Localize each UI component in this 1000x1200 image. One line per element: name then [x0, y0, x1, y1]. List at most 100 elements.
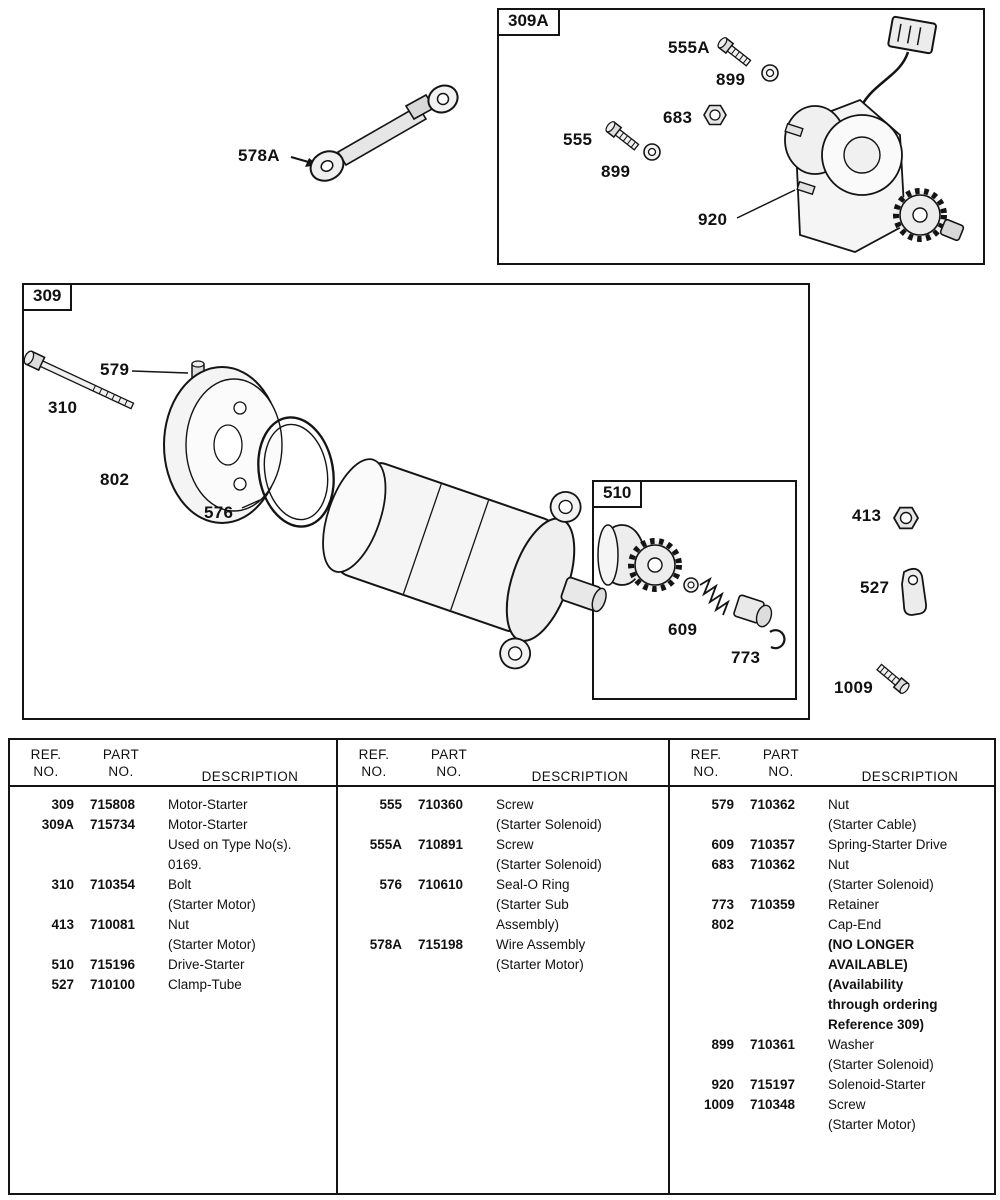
- description: Retainer: [828, 897, 880, 912]
- description-header: DESCRIPTION: [531, 769, 629, 784]
- callout-899-top: 899: [716, 70, 746, 89]
- ref-no: 309: [51, 797, 74, 812]
- loose-hardware-art: [874, 506, 927, 696]
- callout-609: 609: [668, 620, 698, 639]
- callout-683: 683: [663, 108, 693, 127]
- ref-no: 579: [711, 797, 734, 812]
- table-row: 527 710100 Clamp-Tube: [18, 975, 332, 995]
- ref-no: 555A: [369, 837, 402, 852]
- table-row: 413 710081 Nut(Starter Motor): [18, 915, 332, 955]
- ref-no: 899: [711, 1037, 734, 1052]
- box-510-label: 510: [592, 480, 643, 508]
- description: Screw(Starter Solenoid): [496, 837, 602, 872]
- callout-527: 527: [860, 578, 890, 597]
- part-no: 710360: [418, 797, 464, 812]
- part-no: 710354: [90, 877, 136, 892]
- part-no: 710081: [90, 917, 136, 932]
- description: Spring-Starter Drive: [828, 837, 948, 852]
- ref-no: 555: [379, 797, 402, 812]
- part-no: 710100: [90, 977, 136, 992]
- table-divider-2: [668, 740, 670, 1193]
- callout-578a: 578A: [238, 146, 280, 165]
- table-rows: 309 715808 Motor-Starter 309A 715734 Motor-St…: [10, 785, 336, 995]
- callout-555a: 555A: [668, 38, 710, 57]
- box-309: 309: [22, 283, 810, 720]
- part-no: 710348: [750, 1097, 796, 1112]
- ref-no: 310: [51, 877, 74, 892]
- part-no: [750, 915, 812, 1035]
- description: Motor-Starter: [168, 797, 248, 812]
- part-no: 710357: [750, 837, 796, 852]
- description: Solenoid-Starter: [828, 1077, 926, 1092]
- callout-579: 579: [100, 360, 130, 379]
- part-no: 710362: [750, 857, 796, 872]
- ref-no: 578A: [369, 937, 402, 952]
- table-row: 683 710362 Nut(Starter Solenoid): [678, 855, 992, 895]
- ref-no: 527: [51, 977, 74, 992]
- ref-no: 1009: [703, 1097, 734, 1112]
- callout-773: 773: [731, 648, 761, 667]
- ref-no-header: REF.NO.: [358, 747, 390, 779]
- description: Washer(Starter Solenoid): [828, 1037, 934, 1072]
- table-row: 609 710357 Spring-Starter Drive: [678, 835, 992, 855]
- callout-555: 555: [563, 130, 593, 149]
- description: Nut(Starter Solenoid): [828, 857, 934, 892]
- description: Screw(Starter Solenoid): [496, 797, 602, 832]
- callout-576: 576: [204, 503, 234, 522]
- box-309-label: 309: [22, 283, 73, 311]
- wire-assembly-578a-art: [290, 84, 459, 182]
- callout-920: 920: [698, 210, 728, 229]
- table-row: 899 710361 Washer(Starter Solenoid): [678, 1035, 992, 1075]
- callout-310: 310: [48, 398, 78, 417]
- table-row: 555 710360 Screw(Starter Solenoid): [346, 795, 664, 835]
- callout-1009: 1009: [834, 678, 874, 697]
- description: Clamp-Tube: [168, 977, 242, 992]
- table-header-rule: [10, 785, 994, 787]
- part-no: 715808: [90, 797, 136, 812]
- ref-no: 413: [51, 917, 74, 932]
- box-510: 510: [592, 480, 797, 700]
- description: Drive-Starter: [168, 957, 245, 972]
- table-divider-1: [336, 740, 338, 1193]
- part-no: 715734: [90, 817, 136, 832]
- ref-no: 609: [711, 837, 734, 852]
- description: Screw(Starter Motor): [828, 1097, 916, 1132]
- table-row: 773 710359 Retainer: [678, 895, 992, 915]
- ref-no: 309A: [41, 817, 74, 832]
- ref-no: 683: [711, 857, 734, 872]
- table-row: 309 715808 Motor-Starter: [18, 795, 332, 815]
- part-no: 710610: [418, 877, 464, 892]
- part-no: 710361: [750, 1037, 796, 1052]
- box-309a-label: 309A: [497, 8, 560, 36]
- part-no: 715197: [750, 1077, 796, 1092]
- part-no: 710359: [750, 897, 796, 912]
- part-no: 715196: [90, 957, 136, 972]
- part-no: 710362: [750, 797, 796, 812]
- ref-no: 773: [711, 897, 734, 912]
- ref-no-header: REF.NO.: [30, 747, 62, 779]
- box-309a: 309A: [497, 8, 985, 265]
- ref-no-header: REF.NO.: [690, 747, 722, 779]
- description: Nut(Starter Motor): [168, 917, 256, 952]
